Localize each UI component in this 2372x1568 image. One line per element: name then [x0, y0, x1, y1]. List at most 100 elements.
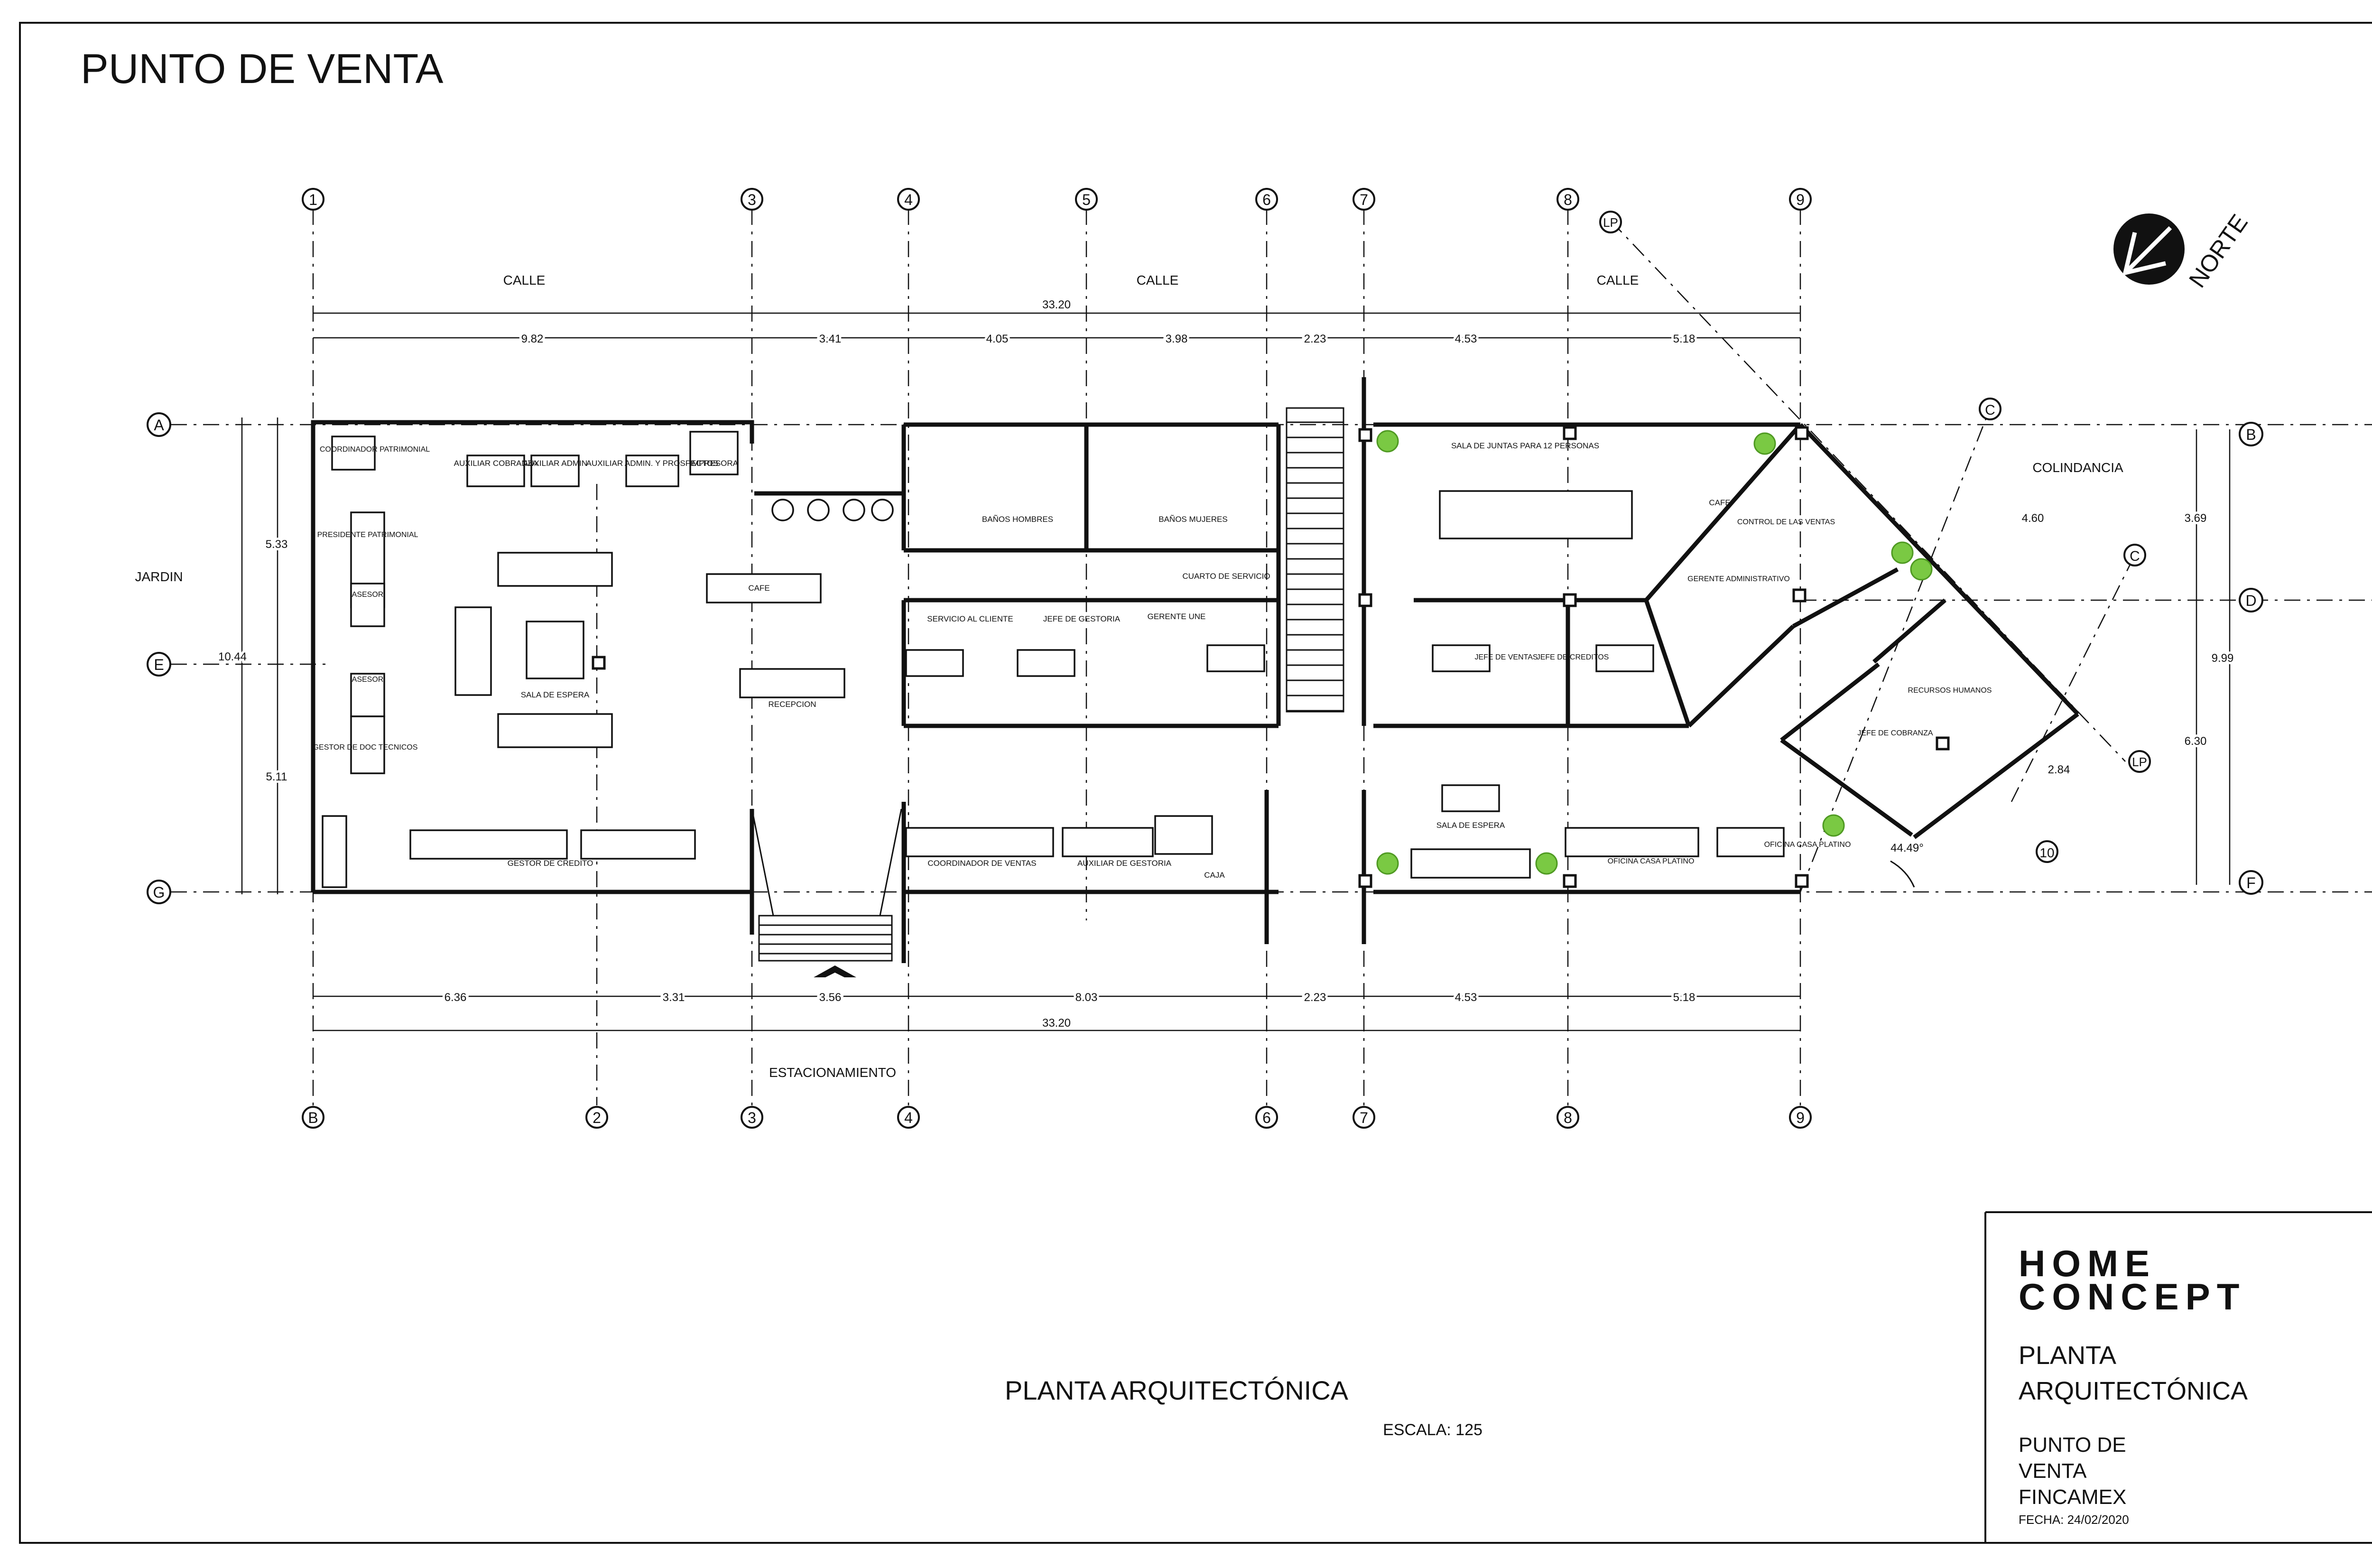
room-jefe-creditos: JEFE DE CREDITOS [1537, 653, 1609, 661]
svg-text:5.18: 5.18 [1673, 333, 1696, 345]
room-caja: CAJA [1204, 871, 1225, 880]
stairs [751, 407, 1344, 977]
svg-text:C: C [1985, 402, 1995, 418]
title-block: HOME CONCEPT PLANTA ARQUITECTÓNICA PUNTO… [1984, 1211, 2372, 1543]
tb-project-line1: PUNTO DE [2019, 1433, 2126, 1457]
svg-text:E: E [154, 656, 164, 673]
grid-axes [171, 209, 2372, 1105]
svg-text:D: D [2245, 592, 2256, 609]
north-arrow: NORTE [2113, 210, 2253, 293]
svg-text:9.82: 9.82 [521, 333, 544, 345]
svg-text:LP: LP [2132, 755, 2147, 769]
svg-text:3.98: 3.98 [1166, 333, 1188, 345]
furniture [322, 431, 1785, 888]
svg-text:5: 5 [1082, 191, 1091, 208]
svg-text:8: 8 [1564, 191, 1572, 208]
svg-text:4.60: 4.60 [2022, 512, 2044, 525]
sheet-title: PUNTO DE VENTA [81, 45, 444, 92]
north-label: NORTE [2184, 210, 2253, 293]
building-walls [311, 377, 2080, 963]
room-sala-espera: SALA DE ESPERA [521, 690, 590, 699]
svg-text:4: 4 [904, 1109, 913, 1126]
room-coordinador-patrimonial: COORDINADOR PATRIMONIAL [320, 445, 430, 454]
dimensions-top: 33.20 9.82 3.41 4.05 3.98 2.23 4.53 5.18 [313, 298, 1800, 348]
svg-text:6.30: 6.30 [2185, 735, 2207, 748]
room-coordinador-ventas: COORDINADOR DE VENTAS [927, 859, 1036, 868]
tb-project-line2: VENTA [2019, 1459, 2087, 1483]
dimensions-right: 3.69 6.30 9.99 4.60 2.84 44.49° [1890, 429, 2236, 888]
logo-line2: CONCEPT [2019, 1276, 2246, 1317]
svg-text:8: 8 [1564, 1109, 1572, 1126]
boundary-label: COLINDANCIA [2032, 460, 2123, 475]
room-control-ventas: CONTROL DE LAS VENTAS [1737, 518, 1835, 526]
svg-text:4.53: 4.53 [1455, 991, 1477, 1004]
room-banos-mujeres: BAÑOS MUJERES [1158, 515, 1227, 524]
svg-text:3.69: 3.69 [2185, 512, 2207, 525]
grid-bubbles-top: 1 3 4 5 6 7 8 9 [302, 188, 1812, 211]
room-presidente-patrimonial: PRESIDENTE PATRIMONIAL [317, 531, 418, 539]
svg-text:5.11: 5.11 [266, 770, 287, 783]
svg-text:5.18: 5.18 [1673, 991, 1696, 1004]
svg-text:A: A [154, 417, 164, 434]
street-label-1: CALLE [503, 273, 546, 288]
drawing-scale: ESCALA: 125 [1383, 1421, 1482, 1439]
room-auxiliar-cobranza: AUXILIAR COBRANZA [454, 459, 538, 468]
svg-text:B: B [308, 1109, 318, 1126]
room-jefe-ventas: JEFE DE VENTAS [1474, 653, 1538, 661]
svg-text:7: 7 [1360, 191, 1368, 208]
room-asesor-2: ASESOR [352, 676, 384, 684]
room-cuarto-servicio: CUARTO DE SERVICIO [1182, 572, 1270, 581]
dimensions-bottom: 6.36 3.31 3.56 8.03 2.23 4.53 5.18 33.20 [313, 989, 1800, 1031]
tb-project-line3: FINCAMEX [2019, 1485, 2126, 1509]
street-label-3: CALLE [1597, 273, 1639, 288]
grid-bubbles-bottom: B 2 3 4 6 7 8 9 [302, 1106, 1812, 1129]
structural-columns [592, 426, 1950, 888]
room-banos-hombres: BAÑOS HOMBRES [982, 515, 1053, 524]
parking-label: ESTACIONAMIENTO [769, 1065, 896, 1080]
svg-text:33.20: 33.20 [1042, 1017, 1071, 1030]
room-gestor-credito: GESTOR DE CREDITO [508, 859, 593, 868]
svg-text:9: 9 [1796, 1109, 1805, 1126]
svg-text:4: 4 [904, 191, 913, 208]
room-labels: COORDINADOR PATRIMONIAL PRESIDENTE PATRI… [313, 441, 1992, 880]
street-label-2: CALLE [1137, 273, 1179, 288]
drawing-title: PLANTA ARQUITECTÓNICA [1005, 1375, 1349, 1405]
room-sala-juntas: SALA DE JUNTAS PARA 12 PERSONAS [1451, 441, 1599, 450]
tb-sheet-name-1: PLANTA [2019, 1341, 2116, 1370]
svg-text:1: 1 [309, 191, 317, 208]
svg-text:9: 9 [1796, 191, 1805, 208]
svg-text:7: 7 [1360, 1109, 1368, 1126]
svg-text:3.41: 3.41 [819, 333, 842, 345]
svg-text:44.49°: 44.49° [1890, 842, 1924, 854]
logo-line1: HOME [2019, 1243, 2156, 1284]
garden-label: JARDIN [135, 569, 183, 584]
svg-text:6: 6 [1262, 191, 1271, 208]
room-recursos-humanos: RECURSOS HUMANOS [1908, 687, 1992, 695]
svg-text:3: 3 [748, 1109, 756, 1126]
grid-bubbles-sides: A E G B D F LP C C LP 10 [147, 211, 2263, 904]
svg-text:F: F [2246, 874, 2256, 891]
room-servicio-cliente: SERVICIO AL CLIENTE [927, 614, 1013, 623]
room-impresora: IMPRESORA [690, 459, 739, 468]
room-auxiliar-gestoria: AUXILIAR DE GESTORIA [1077, 859, 1172, 868]
tb-date: FECHA: 24/02/2020 [2019, 1512, 2129, 1527]
room-jefe-cobranza: JEFE DE COBRANZA [1857, 729, 1933, 737]
svg-text:9.99: 9.99 [2212, 652, 2234, 665]
svg-text:G: G [153, 884, 165, 901]
svg-text:8.03: 8.03 [1075, 991, 1098, 1004]
tb-sheet-name-2: ARQUITECTÓNICA [2019, 1377, 2248, 1405]
room-cafe: CAFE [748, 584, 769, 593]
dimensions-left: 10.44 5.33 5.11 [216, 418, 290, 894]
room-oficina-casa-platino: OFICINA CASA PLATINO [1608, 857, 1695, 865]
svg-text:4.05: 4.05 [986, 333, 1009, 345]
svg-text:C: C [2130, 548, 2140, 564]
svg-text:2: 2 [593, 1109, 601, 1126]
svg-text:6.36: 6.36 [445, 991, 467, 1004]
svg-text:4.53: 4.53 [1455, 333, 1477, 345]
room-oficina-casa-platino-2: OFICINA CASA PLATINO [1764, 841, 1851, 849]
plants [1376, 430, 1933, 875]
svg-text:6: 6 [1262, 1109, 1271, 1126]
svg-text:3.31: 3.31 [663, 991, 685, 1004]
